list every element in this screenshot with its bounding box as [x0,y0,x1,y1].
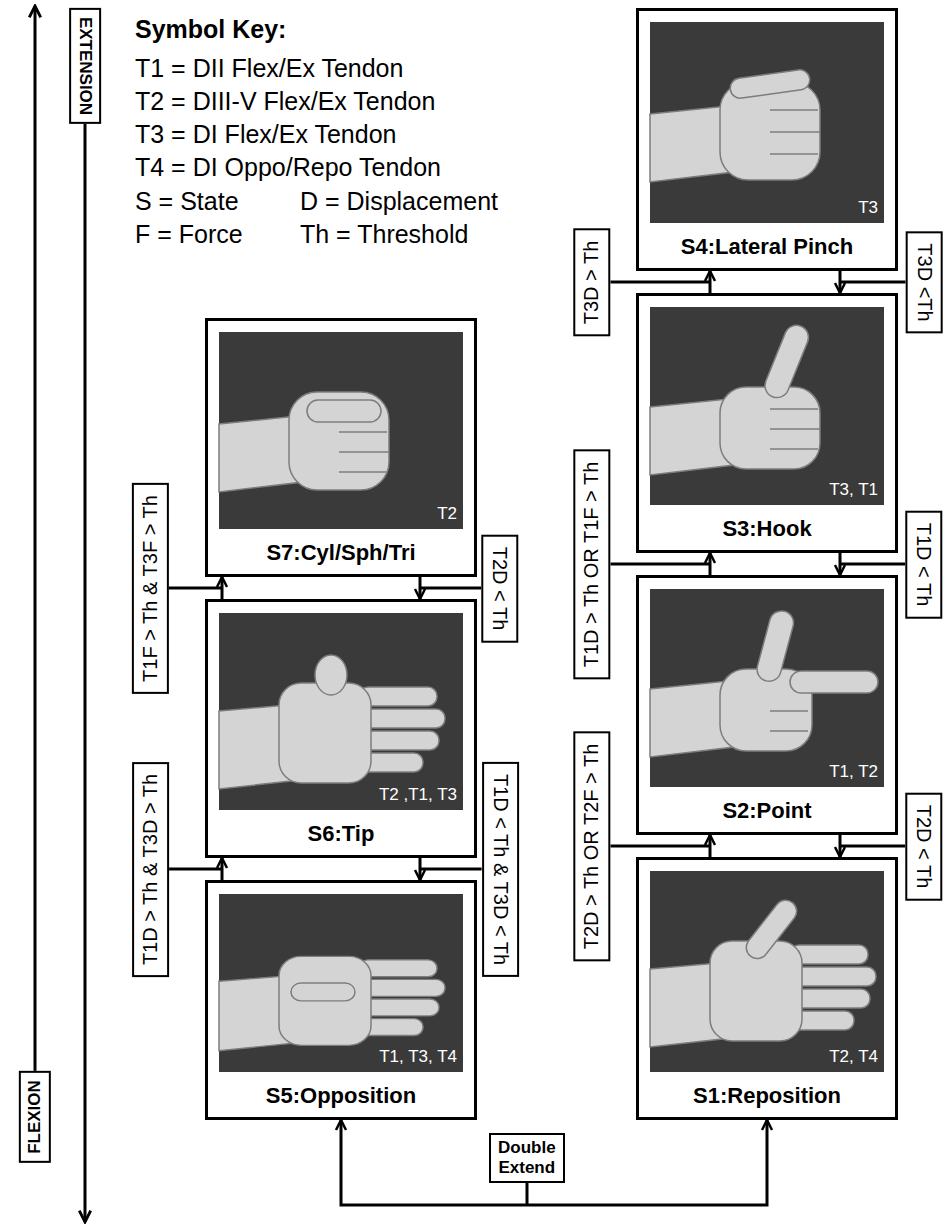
key-entry: D = Displacement [300,186,498,216]
label-leader [168,587,222,590]
transition-arrow [839,271,842,293]
label-leader [840,845,905,848]
condition-label: T2D < Th [905,792,942,900]
state-caption: S2:Point [722,798,811,824]
condition-label: T1D < Th & T3D < Th [482,761,519,976]
condition-label: T3D <Th [906,231,943,333]
tendon-tag: T1, T3, T4 [379,1047,457,1067]
state-caption: S7:Cyl/Sph/Tri [266,540,415,566]
state-box: T1, T2 S2:Point [636,575,898,835]
trigger-label: Double Extend [489,1133,565,1183]
state-caption: S3:Hook [722,516,811,542]
label-leader [610,845,710,848]
key-entry: Th = Threshold [300,219,468,249]
condition-label: T1D > Th OR T1F > Th [573,449,610,679]
state-caption: S5:Opposition [266,1083,416,1109]
key-entry: T1 = DII Flex/Ex Tendon [135,53,403,83]
transition-arrow [709,553,712,575]
state-box: T3S4:Lateral Pinch [636,8,898,271]
key-entry: T3 = DI Flex/Ex Tendon [135,119,396,149]
state-box: T1, T3, T4 S5:Opposition [205,880,477,1120]
transition-arrow [419,577,422,599]
axis-text: FLEXION [25,1080,45,1154]
label-leader [420,868,482,871]
label-leader [420,587,481,590]
direction-box: EXTENSION [69,8,101,124]
transition-arrow [709,271,712,293]
hand-photo [219,894,463,1072]
key-entry: F = Force [135,219,243,249]
tendon-tag: T2, T4 [829,1047,878,1067]
state-caption: S6:Tip [308,821,375,847]
state-caption: S4:Lateral Pinch [681,234,853,260]
label-leader [610,563,710,566]
label-leader [840,563,905,566]
transition-arrow [221,858,224,880]
hand-photo [650,589,884,787]
condition-label: T3D > Th [573,228,610,336]
key-entry: T4 = DI Oppo/Repo Tendon [135,152,441,182]
key-title: Symbol Key: [135,14,286,44]
label-leader [526,1183,529,1205]
transition-arrow [419,858,422,880]
condition-label: T2D < Th [481,534,518,642]
transition-arrow [341,1120,767,1205]
flexion-arrow [34,6,37,1080]
condition-label: T2D > Th OR T2F > Th [573,731,610,961]
axis-text: EXTENSION [75,17,95,115]
connector-group [168,271,905,1205]
transition-arrow [709,835,712,857]
label-leader [610,281,710,284]
hand-photo [650,307,884,505]
hand-photo [650,22,884,223]
transition-arrow [839,835,842,857]
label-leader [840,281,906,284]
hand-photo [650,871,884,1072]
condition-label: T1F > Th & T3F > Th [131,483,168,694]
transition-arrow [221,577,224,599]
state-box: T2S7:Cyl/Sph/Tri [205,318,477,577]
hand-photo [219,613,463,810]
state-box: T2 ,T1, T3S6:Tip [205,599,477,858]
state-box: T3, T1 S3:Hook [636,293,898,553]
state-box: T2, T4 S1:Reposition [636,857,898,1120]
key-entry: S = State [135,186,239,216]
hand-photo [219,332,463,529]
tendon-tag: T2 [437,504,457,524]
direction-box: FLEXION [19,1071,51,1163]
condition-label: T1D < Th [905,510,942,618]
extension-arrow [84,110,87,1222]
transition-arrow [839,553,842,575]
tendon-tag: T3, T1 [829,480,878,500]
tendon-tag: T2 ,T1, T3 [379,785,457,805]
key-entry: T2 = DIII-V Flex/Ex Tendon [135,86,435,116]
tendon-tag: T3 [858,198,878,218]
condition-label: T1D > Th & T3D > Th [132,761,169,976]
state-caption: S1:Reposition [693,1083,841,1109]
label-leader [169,868,222,871]
tendon-tag: T1, T2 [829,762,878,782]
